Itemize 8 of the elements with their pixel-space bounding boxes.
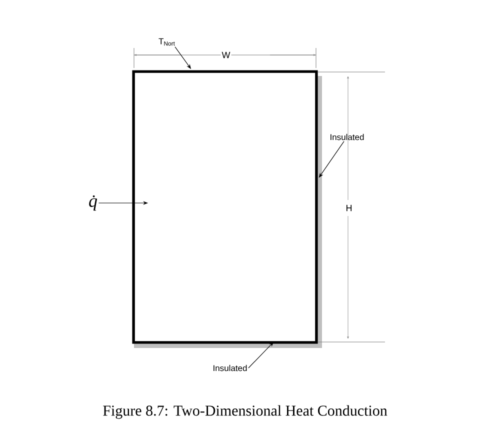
- annotation-text: T$_{Nort}$: [158, 38, 175, 46]
- caption: Figure 8.7: Two-Dimensional Heat Conduction: [103, 405, 388, 419]
- dimension-label: H: [344, 204, 354, 212]
- heat-flux-symbol: q̇: [89, 195, 98, 211]
- plate-rectangle: [133, 71, 317, 343]
- annotation-text: Insulated: [330, 134, 364, 140]
- dimension-label: W: [220, 50, 232, 60]
- annotation-text: Insulated: [214, 364, 247, 372]
